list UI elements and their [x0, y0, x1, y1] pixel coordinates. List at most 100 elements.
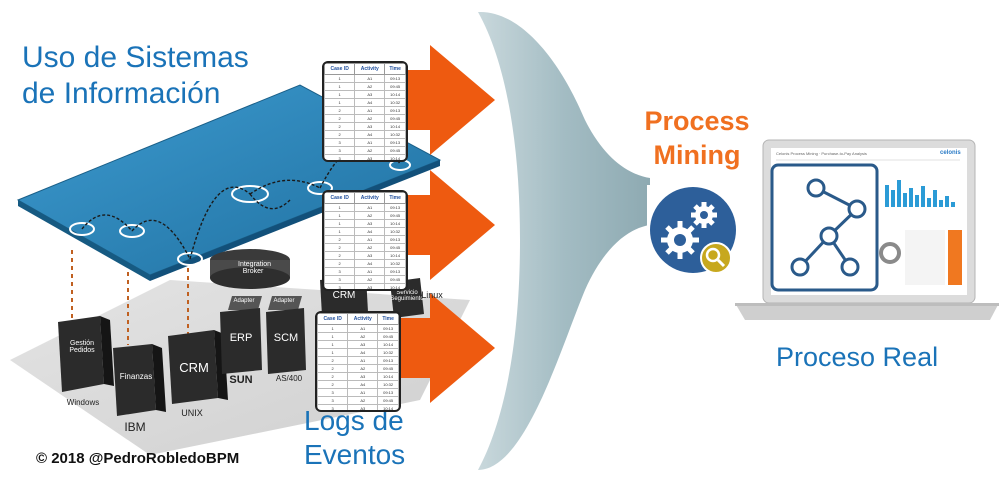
log-column-header: Time	[384, 192, 406, 204]
log-cell: 10:14	[384, 122, 406, 131]
log-cell: 2	[324, 114, 356, 123]
log-cell: 3	[324, 267, 356, 276]
log-cell: 1	[324, 82, 356, 91]
system-crm2-label: CRM	[332, 290, 356, 301]
log-cell: 2	[317, 364, 349, 373]
log-cell: 1	[324, 227, 356, 236]
log-cell: 2	[317, 380, 349, 389]
log-cell: 1	[317, 348, 349, 357]
log-cell: 10:14	[384, 283, 406, 289]
log-column-header: Case ID	[324, 63, 356, 75]
os-as400-label: AS/400	[275, 374, 303, 383]
log-cell: 10:32	[384, 98, 406, 107]
log-cell: 09:13	[384, 106, 406, 115]
log-cell: A2	[347, 332, 379, 341]
log-cell: 09:13	[377, 356, 399, 365]
log-cell: 1	[324, 90, 356, 99]
os-unix-label: UNIX	[181, 408, 203, 418]
log-cell: 2	[324, 243, 356, 252]
adapter-scm-label: Adapter	[273, 298, 295, 304]
log-cell: A2	[347, 364, 379, 373]
log-cell: 09:45	[384, 114, 406, 123]
log-cell: A2	[354, 146, 386, 155]
log-cell: 10:14	[384, 154, 406, 160]
log-cell: 10:14	[384, 219, 406, 228]
os-sun-label: SUN	[229, 374, 253, 386]
log-cell: 2	[324, 251, 356, 260]
log-cell: A3	[354, 283, 386, 289]
system-erp-label: ERP	[229, 332, 253, 344]
systems-title: Uso de Sistemas de Información	[22, 40, 249, 112]
log-cell: A1	[354, 267, 386, 276]
log-cell: 09:45	[377, 332, 399, 341]
log-cell: A2	[354, 275, 386, 284]
log-cell: A1	[354, 235, 386, 244]
log-cell: 3	[317, 396, 349, 405]
system-gestion-label: Gestión Pedidos	[69, 340, 95, 354]
system-crm-label: CRM	[179, 360, 209, 375]
log-cell: 09:13	[384, 203, 406, 212]
log-cell: 1	[324, 211, 356, 220]
log-cell: A2	[354, 82, 386, 91]
log-column-header: Activity	[347, 313, 379, 325]
log-cell: 10:32	[377, 348, 399, 357]
systems-title-line1: Uso de Sistemas	[22, 41, 249, 74]
log-cell: A3	[347, 404, 379, 410]
log-cell: A4	[347, 348, 379, 357]
log-cell: 1	[324, 74, 356, 83]
log-column-header: Time	[377, 313, 399, 325]
os-ibm-label: IBM	[124, 420, 146, 434]
log-cell: A4	[347, 380, 379, 389]
log-cell: 1	[317, 324, 349, 333]
log-cell: 10:14	[377, 372, 399, 381]
log-column-header: Activity	[354, 192, 386, 204]
log-cell: 3	[324, 275, 356, 284]
event-logs-line2: Eventos	[304, 439, 406, 470]
log-cell: 09:13	[377, 324, 399, 333]
adapter-erp-label: Adapter	[233, 298, 255, 304]
dashboard-brand: celonis	[940, 150, 961, 156]
log-cell: A4	[354, 227, 386, 236]
os-linux-label: Linux	[421, 290, 443, 300]
log-cell: 09:13	[377, 388, 399, 397]
process-mining-line1: Process	[644, 106, 750, 136]
log-cell: 2	[317, 356, 349, 365]
log-cell: A4	[354, 130, 386, 139]
log-cell: 09:45	[384, 275, 406, 284]
log-column-header: Activity	[354, 63, 386, 75]
log-cell: 2	[324, 259, 356, 268]
log-cell: A3	[354, 154, 386, 160]
funnel-shape	[478, 11, 650, 470]
log-cell: 10:32	[384, 227, 406, 236]
system-finanzas-label: Finanzas	[119, 372, 153, 381]
log-cell: 2	[324, 130, 356, 139]
log-cell: 10:32	[384, 130, 406, 139]
log-cell: A1	[354, 106, 386, 115]
log-cell: A2	[354, 211, 386, 220]
log-cell: 2	[324, 235, 356, 244]
log-cell: 09:13	[384, 267, 406, 276]
